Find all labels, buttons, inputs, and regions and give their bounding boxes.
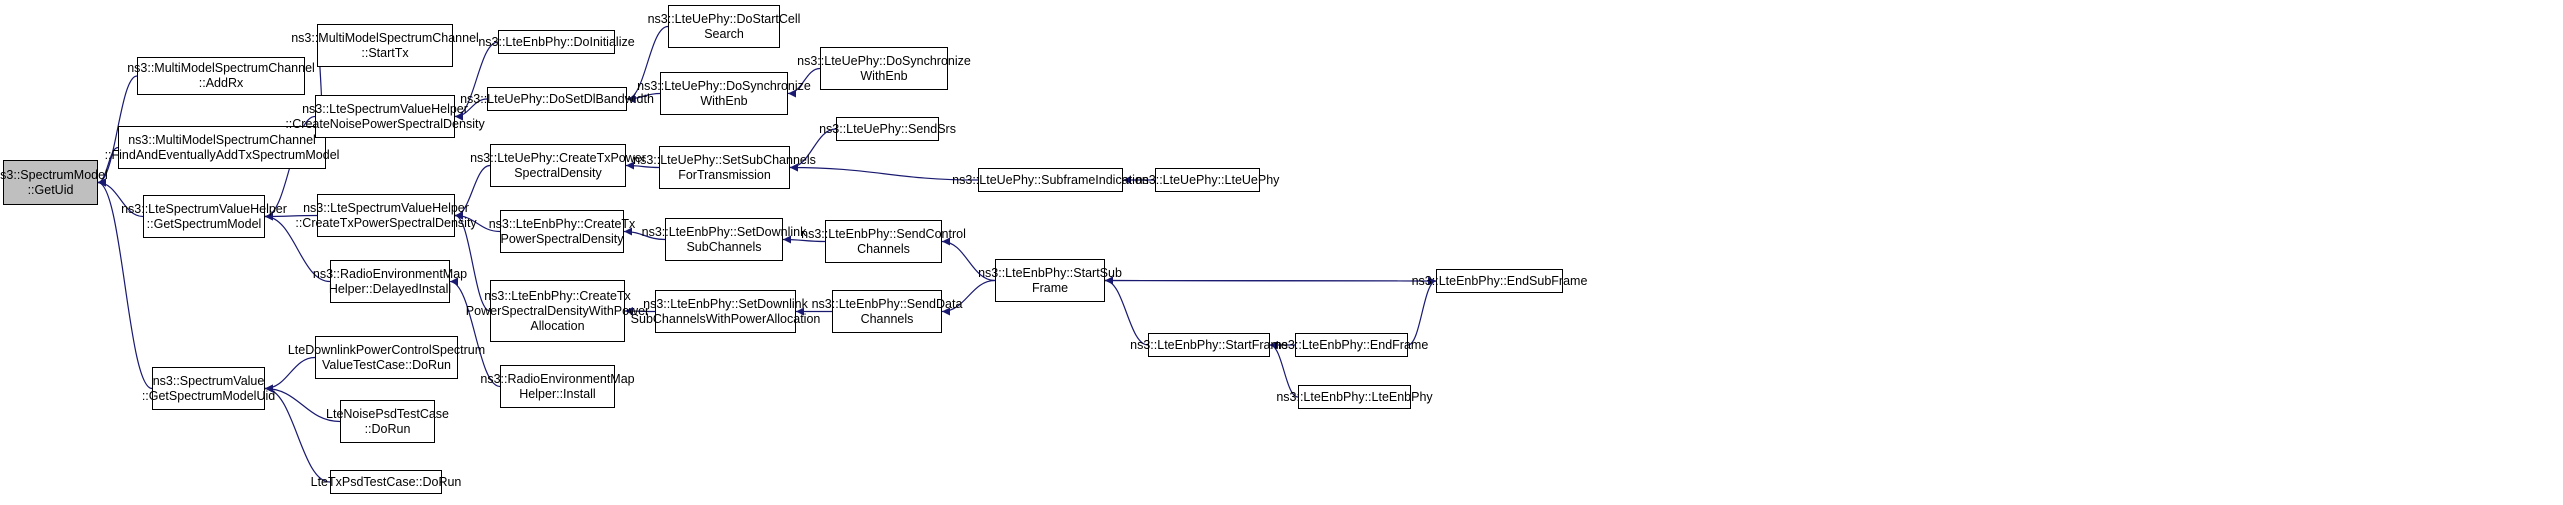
edge-enbstartsub-to-enbendsub: [1104, 276, 1437, 285]
edge-uesyncenb-to-uesetdl: [626, 92, 661, 103]
edge-enbsetdl-to-enbcreatetx: [623, 227, 666, 241]
edge-enbstartsub-to-enbsendctrl: [941, 237, 996, 282]
edge-reminstall-to-remdelayed: [449, 277, 501, 388]
node-enbstartsub[interactable]: ns3::LteEnbPhy::StartSub Frame: [978, 259, 1122, 302]
node-uestartcell[interactable]: ns3::LteUePhy::DoStartCell Search: [648, 5, 800, 48]
node-getuid[interactable]: ns3::SpectrumModel ::GetUid: [0, 160, 108, 205]
node-enbsetdl[interactable]: ns3::LteEnbPhy::SetDownlink SubChannels: [642, 218, 806, 261]
node-uesetsub[interactable]: ns3::LteUePhy::SetSubChannels ForTransmi…: [633, 146, 816, 189]
edge-uesetsub-to-uecreatetx: [625, 161, 660, 170]
node-noisepsd[interactable]: ns3::LteSpectrumValueHelper ::CreateNois…: [285, 95, 485, 138]
edge-enbsendctrl-to-enbsetdl: [782, 235, 826, 244]
node-enbendframe[interactable]: ns3::LteEnbPhy::EndFrame: [1275, 333, 1428, 357]
node-enbltephy[interactable]: ns3::LteEnbPhy::LteEnbPhy: [1276, 385, 1433, 409]
node-svgetuid[interactable]: ns3::SpectrumValue ::GetSpectrumModelUid: [142, 367, 275, 410]
node-enbsetdlalloc[interactable]: ns3::LteEnbPhy::SetDownlink SubChannelsW…: [631, 290, 820, 333]
node-enbdoinit[interactable]: ns3::LteEnbPhy::DoInitialize: [478, 30, 635, 54]
node-uesendsrs[interactable]: ns3::LteUePhy::SendSrs: [819, 117, 956, 141]
node-remdelayed[interactable]: ns3::RadioEnvironmentMap Helper::Delayed…: [313, 260, 467, 303]
edge-uesetdl-to-noisepsd: [454, 98, 488, 121]
node-enbcreatetx[interactable]: ns3::LteEnbPhy::CreateTx PowerSpectralDe…: [489, 210, 635, 253]
node-uesyncenb2[interactable]: ns3::LteUePhy::DoSynchronize WithEnb: [797, 47, 971, 90]
node-uecreatetx[interactable]: ns3::LteUePhy::CreateTxPower SpectralDen…: [470, 144, 646, 187]
edge-enbcreatealloc-to-txpsd: [454, 211, 491, 312]
edge-enbstartsub-to-enbsenddata: [941, 279, 996, 316]
node-findadd[interactable]: ns3::MultiModelSpectrumChannel ::FindAnd…: [105, 126, 339, 169]
node-txpsddorun[interactable]: LteTxPsdTestCase::DoRun: [311, 470, 461, 494]
node-enbendsub[interactable]: ns3::LteEnbPhy::EndSubFrame: [1412, 269, 1587, 293]
node-uesyncenb[interactable]: ns3::LteUePhy::DoSynchronize WithEnb: [637, 72, 811, 115]
edge-enbendframe-to-enbendsub: [1407, 277, 1437, 346]
node-enbcreatealloc[interactable]: ns3::LteEnbPhy::CreateTx PowerSpectralDe…: [466, 280, 649, 342]
node-ueltephy[interactable]: ns3::LteUePhy::LteUePhy: [1136, 168, 1279, 192]
node-noisedorun[interactable]: LteNoisePsdTestCase ::DoRun: [326, 400, 449, 443]
edge-uesubframe-to-uesetsub: [789, 163, 979, 181]
edge-remdelayed-to-getspecmodel: [264, 212, 331, 283]
edge-noisedorun-to-svgetuid: [264, 384, 341, 423]
node-enbsenddata[interactable]: ns3::LteEnbPhy::SendData Channels: [812, 290, 962, 333]
node-enbstartframe[interactable]: ns3::LteEnbPhy::StartFrame: [1130, 333, 1288, 357]
edge-enbsetdlalloc-to-enbcreatealloc: [624, 307, 656, 316]
node-getspecmodel[interactable]: ns3::LteSpectrumValueHelper ::GetSpectru…: [121, 195, 287, 238]
node-starttx[interactable]: ns3::MultiModelSpectrumChannel ::StartTx: [291, 24, 479, 67]
edge-txpsddorun-to-svgetuid: [264, 384, 331, 483]
node-addrx[interactable]: ns3::MultiModelSpectrumChannel ::AddRx: [127, 57, 315, 95]
node-reminstall[interactable]: ns3::RadioEnvironmentMap Helper::Install: [480, 365, 635, 408]
edge-uesyncenb2-to-uesyncenb: [787, 67, 821, 98]
node-txpsd[interactable]: ns3::LteSpectrumValueHelper ::CreateTxPo…: [295, 194, 477, 237]
node-uesetdl[interactable]: ns3::LteUePhy::DoSetDlBandwidth: [460, 87, 654, 111]
edge-enbltephy-to-enbstartframe: [1269, 341, 1299, 398]
node-uesubframe[interactable]: ns3::LteUePhy::SubframeIndication: [952, 168, 1149, 192]
edge-svgetuid-to-getuid: [97, 178, 153, 390]
node-dlpcdorun[interactable]: LteDownlinkPowerControlSpectrum ValueTes…: [288, 336, 485, 379]
node-enbsendctrl[interactable]: ns3::LteEnbPhy::SendControl Channels: [801, 220, 966, 263]
edge-enbstartframe-to-enbstartsub: [1104, 276, 1149, 346]
